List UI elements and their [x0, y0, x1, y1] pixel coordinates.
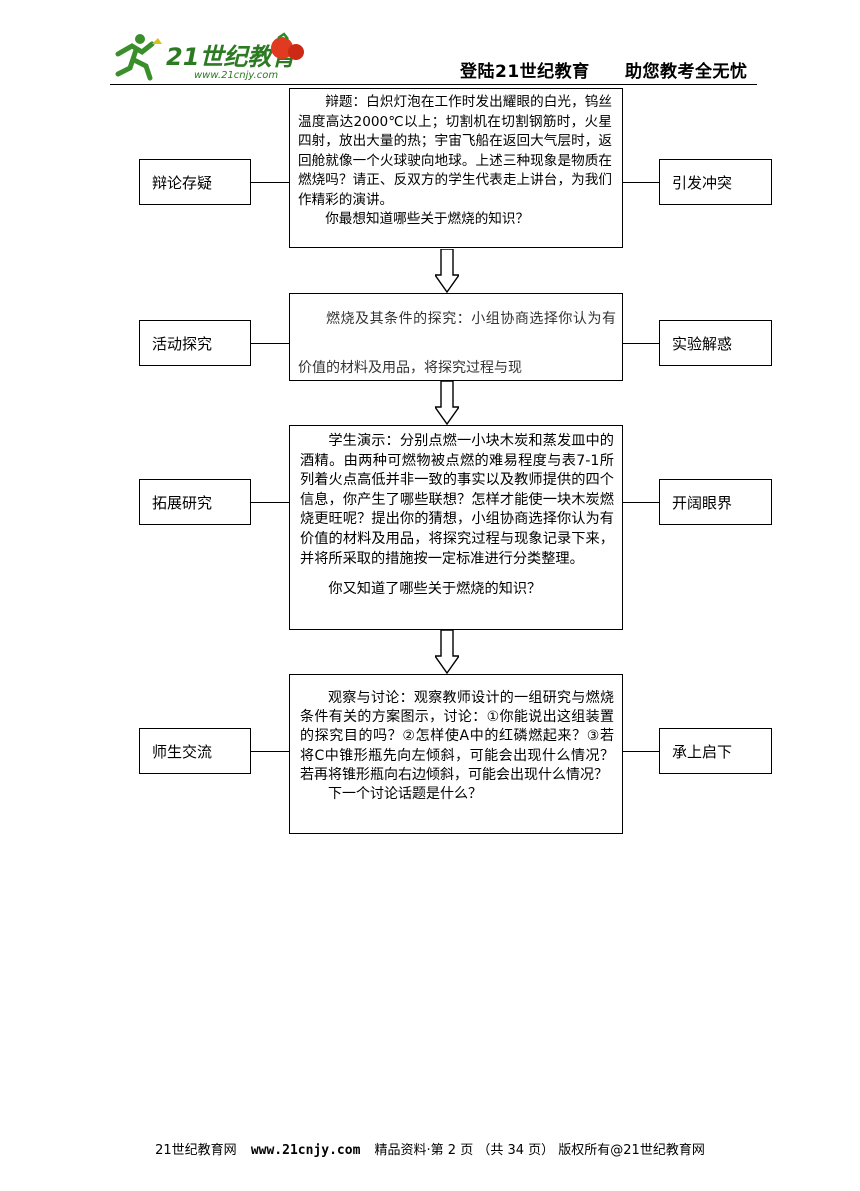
row4-para-2: 下一个讨论话题是什么？ — [328, 786, 482, 803]
tomato-icon — [271, 32, 304, 60]
row4-right-connector — [623, 751, 659, 752]
row2-left-label: 活动探究 — [139, 320, 251, 366]
logo-url: www.21cnjy.com — [194, 70, 278, 81]
row3-right-label: 开阔眼界 — [659, 479, 772, 525]
site-logo: 21世纪教育 www.21cnjy.com — [115, 32, 304, 81]
row1-content-box: 辩题：白炽灯泡在工作时发出耀眼的白光，钨丝温度高达2000℃以上；切割机在切割钢… — [289, 88, 623, 248]
row3-para-1: 学生演示：分别点燃一小块木炭和蒸发皿中的酒精。由两种可燃物被点燃的难易程度与表7… — [300, 433, 614, 567]
row4-right-label: 承上启下 — [659, 728, 772, 774]
runner-icon — [115, 34, 162, 81]
row1-left-connector — [251, 182, 289, 183]
row4-left-connector — [251, 751, 289, 752]
row3-content-box: 学生演示：分别点燃一小块木炭和蒸发皿中的酒精。由两种可燃物被点燃的难易程度与表7… — [289, 425, 623, 630]
down-arrow-icon — [435, 630, 459, 674]
row1-para-1: 辩题：白炽灯泡在工作时发出耀眼的白光，钨丝温度高达2000℃以上；切割机在切割钢… — [298, 94, 612, 208]
row1-para-2: 你最想知道哪些关于燃烧的知识？ — [325, 211, 530, 227]
row4-para-1: 观察与讨论：观察教师设计的一组研究与燃烧条件有关的方案图示，讨论：①你能说出这组… — [300, 690, 614, 783]
header-divider — [110, 84, 757, 85]
row3-right-connector — [623, 502, 659, 503]
row2-left-connector — [251, 343, 289, 344]
row3-left-label: 拓展研究 — [139, 479, 251, 525]
footer-url-link[interactable]: www.21cnjy.com — [250, 1143, 361, 1158]
row4-content-box: 观察与讨论：观察教师设计的一组研究与燃烧条件有关的方案图示，讨论：①你能说出这组… — [289, 674, 623, 834]
row2-content-box: 燃烧及其条件的探究：小组协商选择你认为有价值的材料及用品，将探究过程与现 — [289, 293, 623, 381]
down-arrow-icon — [435, 381, 459, 425]
row2-right-label: 实验解惑 — [659, 320, 772, 366]
row1-right-connector — [623, 182, 659, 183]
row2-para-1: 燃烧及其条件的探究：小组协商选择你认为有价值的材料及用品，将探究过程与现 — [298, 311, 616, 376]
footer-info: 精品资料·第 2 页 （共 34 页） 版权所有@21世纪教育网 — [374, 1143, 705, 1158]
row2-right-connector — [623, 343, 659, 344]
row3-para-2: 你又知道了哪些关于燃烧的知识？ — [328, 581, 542, 598]
footer-site: 21世纪教育网 — [155, 1143, 237, 1158]
row1-right-label: 引发冲突 — [659, 159, 772, 205]
page-footer: 21世纪教育网 www.21cnjy.com 精品资料·第 2 页 （共 34 … — [0, 1139, 860, 1158]
row3-left-connector — [251, 502, 289, 503]
header-slogan: 助您教考全无忧 — [625, 62, 748, 82]
row1-left-label: 辩论存疑 — [139, 159, 251, 205]
down-arrow-icon — [435, 249, 459, 293]
header-login-text: 登陆21世纪教育 — [460, 62, 590, 82]
row4-left-label: 师生交流 — [139, 728, 251, 774]
